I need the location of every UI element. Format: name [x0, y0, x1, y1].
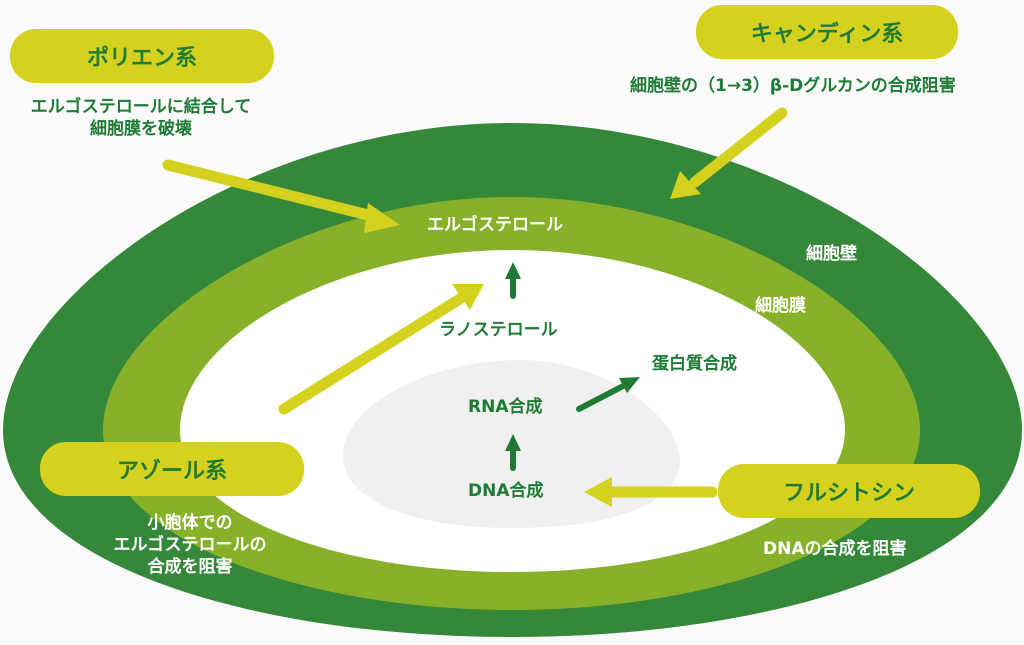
azole-arrow	[278, 284, 484, 415]
flucytosine-description: DNAの合成を阻害	[763, 539, 907, 559]
azole-description-line-2: エルゴステロールの	[113, 535, 267, 556]
azole-description: 小胞体での エルゴステロールの 合成を阻害	[70, 512, 310, 578]
candin-name: キャンディン系	[750, 22, 904, 47]
candin-arrow	[670, 107, 788, 199]
cell-wall-label: 細胞壁	[806, 244, 857, 264]
dna-synthesis-label: DNA合成	[468, 481, 544, 501]
ergosterol-label: エルゴステロール	[427, 215, 563, 235]
polyene-pill: ポリエン系	[10, 29, 274, 83]
polyene-name: ポリエン系	[86, 46, 197, 71]
rna-to-protein-arrow	[576, 377, 640, 412]
flucytosine-pill: フルシトシン	[718, 464, 980, 518]
azole-description-line-3: 合成を阻害	[147, 557, 233, 578]
azole-name: アゾール系	[116, 459, 227, 484]
flucytosine-arrow	[584, 477, 718, 507]
protein-synthesis-label: 蛋白質合成	[652, 354, 737, 374]
polyene-description-line-1: エルゴステロールに結合して	[30, 97, 252, 117]
candin-pill: キャンディン系	[696, 5, 958, 59]
flucytosine-name: フルシトシン	[782, 481, 915, 506]
azole-description-line-1: 小胞体での	[147, 513, 233, 533]
cell-membrane-label: 細胞膜	[755, 296, 806, 316]
dna-to-rna-arrow	[505, 434, 521, 471]
azole-pill: アゾール系	[40, 442, 304, 496]
polyene-description-line-2: 細胞膜を破壊	[90, 119, 192, 140]
polyene-arrow	[162, 159, 400, 233]
lanosterol-label: ラノステロール	[439, 320, 558, 340]
rna-synthesis-label: RNA合成	[468, 397, 543, 417]
polyene-description: エルゴステロールに結合して 細胞膜を破壊	[0, 96, 282, 140]
lanosterol-to-ergosterol-arrow	[505, 262, 521, 299]
candin-description: 細胞壁の（1→3）β-Dグルカンの合成阻害	[630, 76, 956, 96]
